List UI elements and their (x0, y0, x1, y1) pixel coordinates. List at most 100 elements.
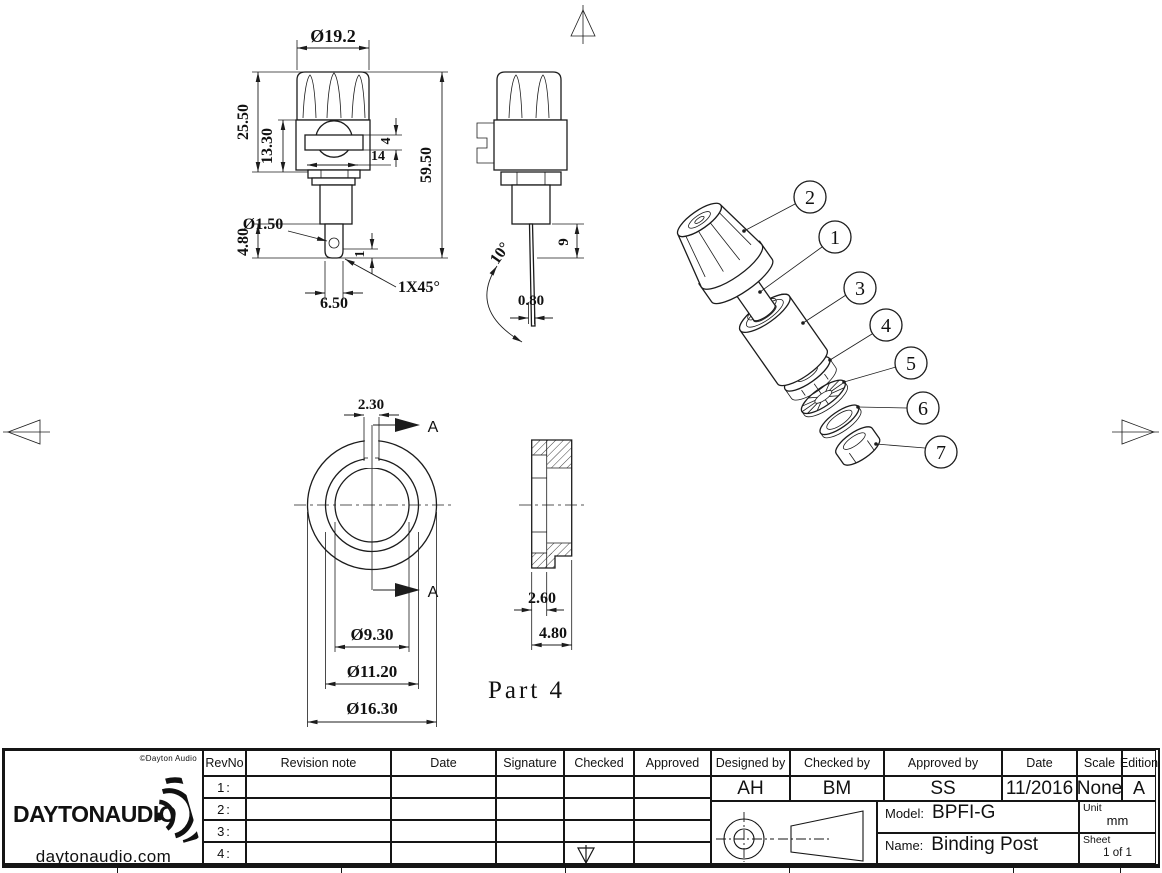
rev-date-row-4 (391, 842, 496, 864)
balloon-6: 6 (918, 398, 928, 420)
rev-note-row-2 (246, 798, 391, 820)
section-label-top: A (428, 419, 439, 436)
dim-total-height: 59.50 (418, 147, 435, 183)
rev-sig-row-4 (496, 842, 564, 864)
dim-angle: 10° (487, 239, 514, 267)
logo-swoosh-icon (155, 777, 199, 846)
unit-label: Unit (1083, 802, 1102, 814)
dim-tab-width: 0.80 (518, 293, 544, 309)
bottom-view: A A 2.30 Ø9.30 Ø11.20 Ø16.30 (294, 397, 452, 727)
section-view: 2.60 4.80 Part 4 (488, 439, 585, 704)
dim-bar-height: 4 (379, 138, 394, 145)
header-checked: Checked (564, 750, 634, 776)
unit-cell: Unit mm (1079, 801, 1156, 833)
exploded-parts (676, 202, 881, 466)
balloon-3: 3 (855, 278, 865, 300)
value-checked-by: BM (790, 776, 884, 801)
name-label: Name: (885, 838, 924, 853)
dayton-audio-logo: DAYTONAUDIO (13, 801, 177, 827)
dim-overall-width: 4.80 (539, 625, 567, 642)
frame-bottom-strip (2, 866, 1160, 873)
dim-tab-length: 9 (556, 238, 572, 246)
value-date: 11/2016 (1002, 776, 1077, 801)
dim-dia-inner: Ø9.30 (351, 625, 394, 644)
dim-dia-outer: Ø16.30 (346, 699, 397, 718)
section-caption: Part 4 (488, 677, 565, 704)
front-view: Ø19.2 25.50 13.30 59.50 4 14 Ø1.50 4.80 (235, 26, 448, 312)
dim-mid-height: 13.30 (259, 128, 276, 164)
rev-sig-row-1 (496, 776, 564, 798)
unit-value: mm (1106, 813, 1129, 828)
rev-app-row-1 (634, 776, 711, 798)
rev-row-3-label: 3: (203, 820, 246, 842)
title-block: ©Dayton Audio DAYTONAUDIO daytonaudio.co… (2, 748, 1160, 868)
projection-symbol-cell (711, 801, 877, 864)
dim-bar-width: 14 (371, 149, 385, 164)
rev-date-row-1 (391, 776, 496, 798)
sheet-label: Sheet (1083, 834, 1111, 846)
rev-chk-row-4 (564, 842, 634, 868)
value-edition: A (1122, 776, 1156, 801)
value-approved-by: SS (884, 776, 1002, 801)
rev-chk-row-3 (564, 820, 634, 842)
header-date: Date (391, 750, 496, 776)
rev-date-row-2 (391, 798, 496, 820)
header-revision-note: Revision note (246, 750, 391, 776)
balloon-1: 1 (830, 227, 840, 249)
drawing-area: Ø19.2 25.50 13.30 59.50 4 14 Ø1.50 4.80 (3, 5, 1159, 727)
rev-app-row-4 (634, 842, 711, 864)
frame-tick (789, 868, 790, 873)
model-label: Model: (885, 806, 925, 821)
frame-tick (1120, 868, 1121, 873)
header-signature: Signature (496, 750, 564, 776)
part-callouts: 2 1 3 4 5 6 7 (742, 180, 958, 469)
section-cut-line: A A (371, 418, 439, 601)
rev-note-row-1 (246, 776, 391, 798)
rev-row-2-label: 2: (203, 798, 246, 820)
frame-tick (565, 868, 566, 873)
dim-chamfer: 1X45° (398, 279, 440, 296)
label-checked-by: Checked by (790, 750, 884, 776)
balloon-2: 2 (805, 187, 815, 209)
value-designed-by: AH (711, 776, 790, 801)
model-value: BPFI-G (932, 802, 996, 823)
rev-app-row-3 (634, 820, 711, 842)
frame-tick (1013, 868, 1014, 873)
name-cell: Name: Binding Post (877, 833, 1079, 864)
first-angle-projection-icon (716, 810, 864, 862)
rev-note-row-4 (246, 842, 391, 864)
website-text: daytonaudio.com (35, 847, 172, 864)
rev-sig-row-2 (496, 798, 564, 820)
section-view-dimensions: 2.60 4.80 (514, 560, 573, 650)
rev-note-row-3 (246, 820, 391, 842)
rev-sig-row-3 (496, 820, 564, 842)
frame-tick (117, 868, 118, 873)
model-cell: Model: BPFI-G (877, 801, 1079, 833)
header-revno: RevNo (203, 750, 246, 776)
front-view-dimensions: Ø19.2 25.50 13.30 59.50 4 14 Ø1.50 4.80 (235, 26, 448, 312)
header-approved: Approved (634, 750, 711, 776)
dim-pin-hole: Ø1.50 (243, 216, 283, 233)
dim-cap-height: 25.50 (235, 104, 252, 140)
rev-app-row-2 (634, 798, 711, 820)
sheet-cell: Sheet 1 of 1 (1079, 833, 1156, 864)
rev-chk-row-2 (564, 798, 634, 820)
balloon-7: 7 (936, 442, 946, 464)
exploded-view: 2 1 3 4 5 6 7 (676, 180, 958, 469)
dim-pin-width: 6.50 (320, 295, 348, 312)
section-label-bottom: A (428, 584, 439, 601)
balloon-5: 5 (906, 353, 916, 375)
label-designed-by: Designed by (711, 750, 790, 776)
rev-chk-row-1 (564, 776, 634, 798)
copyright-text: ©Dayton Audio (139, 754, 197, 763)
value-scale: None (1077, 776, 1122, 801)
frame-center-marks (3, 5, 1159, 445)
surface-finish-icon (577, 845, 595, 868)
label-edition: Edition (1120, 750, 1158, 776)
rev-row-4-label: 4: (203, 842, 246, 864)
dim-wall-thickness: 2.60 (528, 590, 556, 607)
logo-cell: ©Dayton Audio DAYTONAUDIO daytonaudio.co… (4, 750, 203, 864)
dim-slot-width: 2.30 (358, 397, 384, 413)
rev-row-1-label: 1: (203, 776, 246, 798)
